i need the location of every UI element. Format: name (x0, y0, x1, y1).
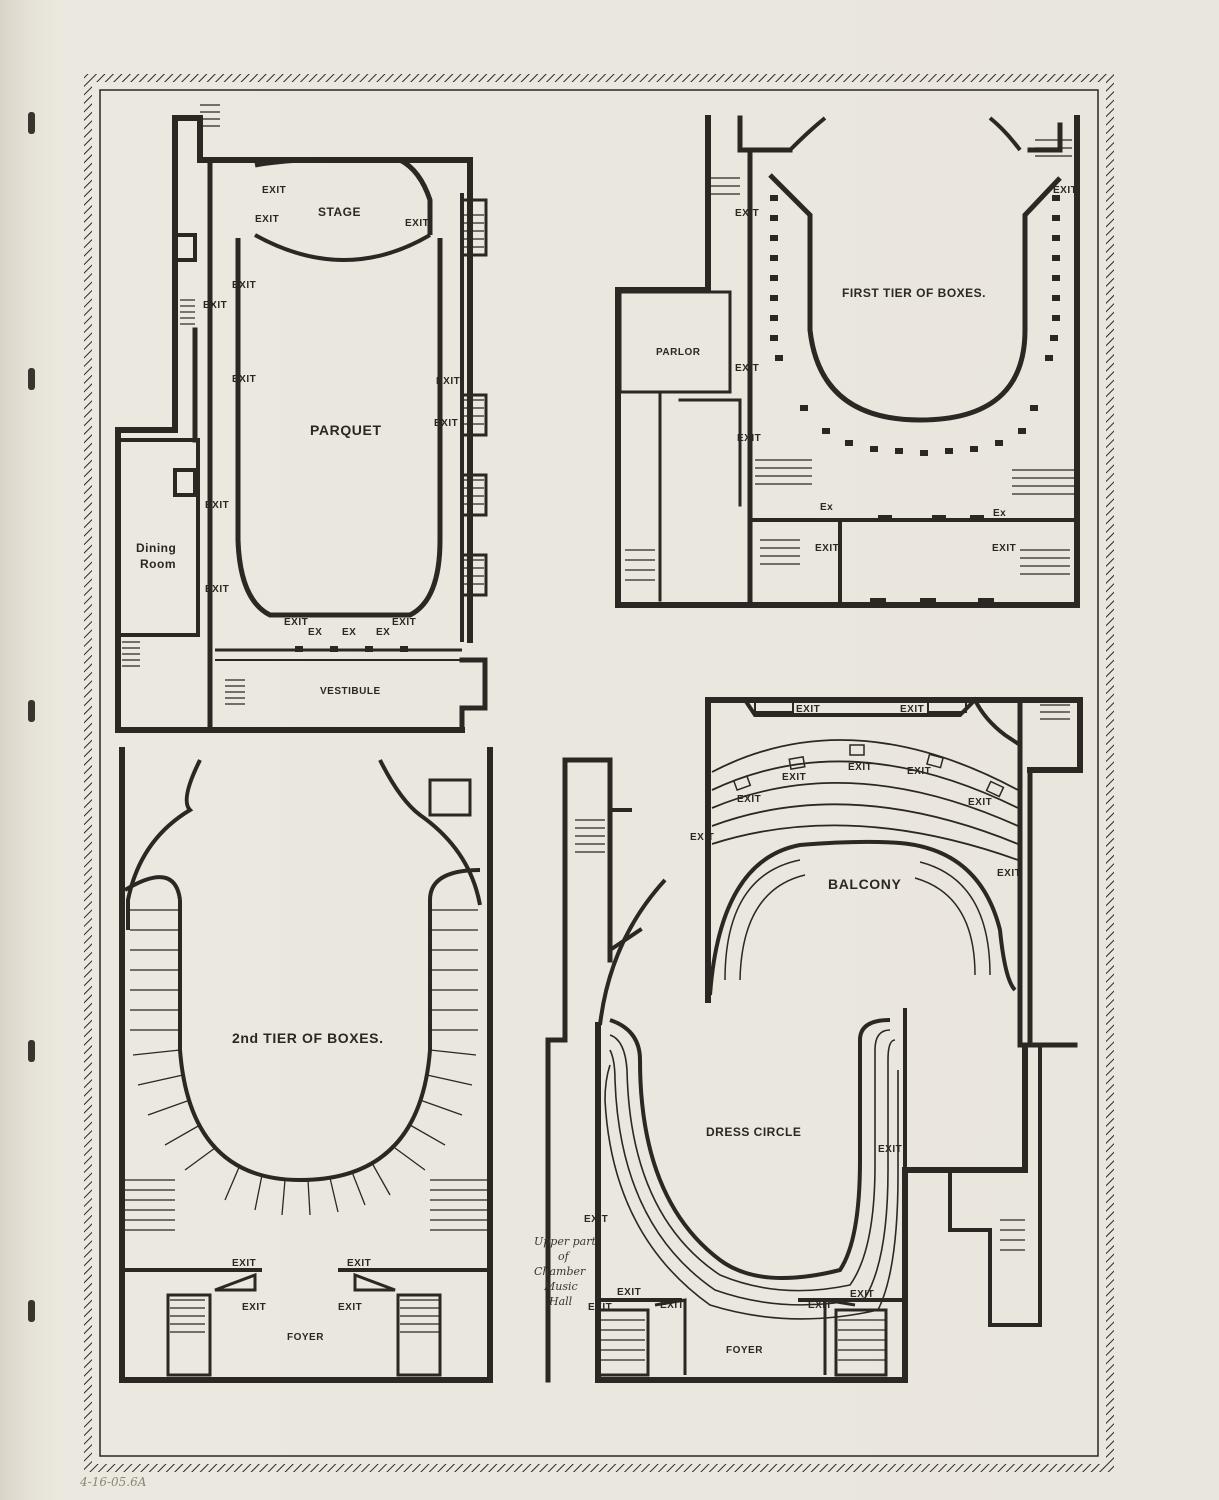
exit-label: EXIT (782, 772, 806, 783)
chamber-hall-label-4: Music (543, 1280, 578, 1293)
foyer-label: FOYER (726, 1345, 763, 1356)
exit-label: EXIT (232, 280, 256, 291)
parlor-label: PARLOR (656, 347, 701, 358)
parquet-label: PARQUET (310, 422, 382, 438)
ex-label: EX (308, 627, 322, 638)
exit-label: EXIT (203, 300, 227, 311)
exit-label: EXIT (735, 208, 759, 219)
exit-label: EXIT (392, 617, 416, 628)
exit-label: EXIT (242, 1302, 266, 1313)
exit-label: EXIT (690, 832, 714, 843)
first-tier-floor-plan: FIRST TIER OF BOXES. PARLOR EXIT EXIT EX… (615, 115, 1080, 608)
chamber-hall-label-2: of (558, 1250, 571, 1263)
second-tier-title: 2nd TIER OF BOXES. (232, 1030, 384, 1046)
exit-label: EXIT (436, 376, 460, 387)
exit-label: EXIT (347, 1258, 371, 1269)
exit-label: EXIT (907, 766, 931, 777)
chamber-hall-label-3: Chamber (534, 1265, 586, 1278)
ex-label: Ex (993, 508, 1006, 519)
exit-label: EXIT (405, 218, 429, 229)
balcony-seating-rows (711, 739, 1019, 861)
catalog-mark: 4-16-05.6A (79, 1475, 147, 1489)
dress-circle-seating-rows (604, 1029, 899, 1320)
foyer-label: FOYER (287, 1332, 324, 1343)
exit-label: EXIT (205, 584, 229, 595)
exit-label: EXIT (205, 500, 229, 511)
exit-label: EXIT (434, 418, 458, 429)
exit-label: EXIT (737, 433, 761, 444)
ex-label: Ex (820, 502, 833, 513)
exit-label: EXIT (660, 1300, 684, 1311)
parquet-floor-plan: STAGE PARQUET Dining Room VESTIBULE EXIT… (115, 104, 488, 733)
page-border (84, 74, 1114, 1472)
exit-label: EXIT (338, 1302, 362, 1313)
exit-label: EXIT (584, 1214, 608, 1225)
exit-label: EXIT (808, 1300, 832, 1311)
second-tier-floor-plan: 2nd TIER OF BOXES. FOYER EXIT EXIT EXIT … (119, 747, 493, 1383)
chamber-hall-label-1: Upper part (534, 1235, 596, 1248)
exit-label: EXIT (796, 704, 820, 715)
dining-room-label-1: Dining (136, 541, 176, 555)
ex-label: EX (376, 627, 390, 638)
exit-label: EXIT (737, 794, 761, 805)
exit-label: EXIT (900, 704, 924, 715)
exit-label: EXIT (232, 1258, 256, 1269)
exit-label: EXIT (255, 214, 279, 225)
exit-label: EXIT (232, 374, 256, 385)
exit-label: EXIT (968, 797, 992, 808)
exit-label: EXIT (848, 762, 872, 773)
stage-label: STAGE (318, 205, 361, 219)
box-partitions (130, 909, 478, 1216)
dining-room-label-2: Room (140, 557, 176, 571)
exit-label: EXIT (992, 543, 1016, 554)
exit-label: EXIT (588, 1302, 612, 1313)
binding-holes (28, 112, 35, 1322)
dress-circle-label: DRESS CIRCLE (706, 1125, 801, 1139)
exit-label: EXIT (1053, 185, 1077, 196)
ex-label: EX (342, 627, 356, 638)
exit-label: EXIT (997, 868, 1021, 879)
exit-label: EXIT (262, 185, 286, 196)
balcony-dress-circle-floor-plan: BALCONY DRESS CIRCLE FOYER EXIT EXIT EXI… (534, 696, 1083, 1383)
exit-label: EXIT (735, 363, 759, 374)
balcony-label: BALCONY (828, 876, 901, 892)
first-tier-title: FIRST TIER OF BOXES. (842, 286, 986, 300)
exit-label: EXIT (878, 1144, 902, 1155)
exit-label: EXIT (617, 1287, 641, 1298)
vestibule-label: VESTIBULE (320, 686, 381, 697)
exit-label: EXIT (850, 1289, 874, 1300)
exit-label: EXIT (815, 543, 839, 554)
chamber-hall-label-5: Hall (548, 1295, 573, 1308)
exit-label: EXIT (284, 617, 308, 628)
